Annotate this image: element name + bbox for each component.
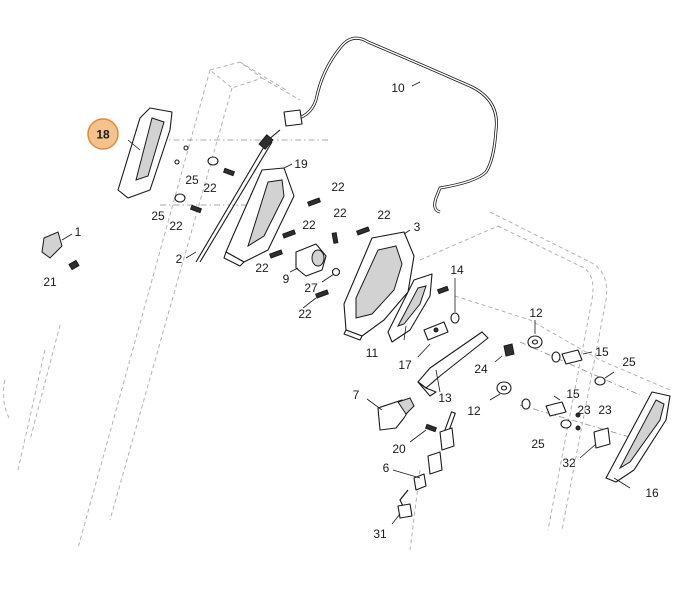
part-12-spacer-lower [496, 381, 512, 395]
callout-18: 18 [96, 128, 110, 142]
assembly-centerlines [160, 139, 641, 441]
callout-labels: 1 21 25 22 25 22 2 19 22 22 22 22 9 27 2… [43, 81, 659, 541]
part-32-bracket [593, 427, 611, 449]
callout-22-a[interactable]: 22 [203, 181, 217, 195]
callout-13[interactable]: 13 [438, 391, 452, 405]
part-11-bracket [387, 273, 433, 343]
part-7-trigger [377, 397, 415, 431]
part-12-spacer-upper [527, 335, 543, 349]
callout-16[interactable]: 16 [645, 486, 659, 500]
callout-22-g[interactable]: 22 [298, 307, 312, 321]
callout-24[interactable]: 24 [474, 362, 488, 376]
part-27-nut [331, 267, 341, 277]
part-19-side-cover [223, 167, 295, 267]
screws-near-19 [269, 197, 370, 259]
part-6-switch [399, 411, 456, 513]
callout-15-b[interactable]: 15 [566, 387, 580, 401]
callout-12-b[interactable]: 12 [467, 404, 481, 418]
part-14-pin [436, 285, 460, 324]
callout-25-c[interactable]: 25 [622, 355, 636, 369]
callout-10[interactable]: 10 [391, 81, 405, 95]
callout-22-f[interactable]: 22 [255, 261, 269, 275]
part-16-handle-cover [605, 391, 671, 483]
callout-22-e[interactable]: 22 [333, 206, 347, 220]
callout-31[interactable]: 31 [373, 527, 387, 541]
screw-22g [315, 289, 329, 299]
callout-23-b[interactable]: 23 [598, 403, 612, 417]
part-13-lever [417, 331, 489, 397]
callout-32[interactable]: 32 [562, 456, 576, 470]
callout-11[interactable]: 11 [366, 346, 379, 360]
callout-14[interactable]: 14 [450, 263, 464, 277]
callout-19[interactable]: 19 [294, 157, 308, 171]
callout-22-c[interactable]: 22 [331, 180, 345, 194]
callout-22-d[interactable]: 22 [302, 218, 316, 232]
callout-25-d[interactable]: 25 [531, 437, 545, 451]
callout-1[interactable]: 1 [75, 225, 82, 239]
part-31-connector [397, 503, 413, 519]
part-3-housing [343, 231, 415, 341]
right-bushings [521, 349, 606, 431]
callout-12-a[interactable]: 12 [529, 306, 543, 320]
callout-3[interactable]: 3 [414, 220, 421, 234]
part-18-handle-cover [117, 107, 173, 199]
callout-15-a[interactable]: 15 [595, 345, 609, 359]
callout-6[interactable]: 6 [383, 461, 390, 475]
callout-25-a[interactable]: 25 [185, 173, 199, 187]
callout-22-b[interactable]: 22 [169, 219, 183, 233]
leader-lines [185, 81, 631, 525]
part-9-knob [295, 243, 327, 277]
part-24-nut [503, 343, 515, 357]
callout-7[interactable]: 7 [353, 388, 360, 402]
part-21-screw [68, 259, 80, 271]
callout-2[interactable]: 2 [176, 252, 183, 266]
callout-17[interactable]: 17 [398, 358, 412, 372]
highlight-badge-18[interactable]: 18 [87, 118, 119, 150]
callout-22-h[interactable]: 22 [377, 208, 391, 222]
callout-9[interactable]: 9 [283, 272, 290, 286]
callout-23-a[interactable]: 23 [577, 403, 591, 417]
callout-27[interactable]: 27 [304, 281, 318, 295]
callout-21[interactable]: 21 [43, 275, 57, 289]
part-1-clip [41, 231, 73, 259]
part-17-spring [423, 321, 449, 341]
handle-frame-outline [2, 61, 671, 551]
part-10-control-bail [283, 36, 498, 214]
callout-25-b[interactable]: 25 [151, 209, 165, 223]
callout-20[interactable]: 20 [392, 442, 406, 456]
part-20-screw [424, 423, 438, 433]
part-2-cable [195, 129, 281, 263]
washers-and-screws-left [174, 145, 236, 214]
